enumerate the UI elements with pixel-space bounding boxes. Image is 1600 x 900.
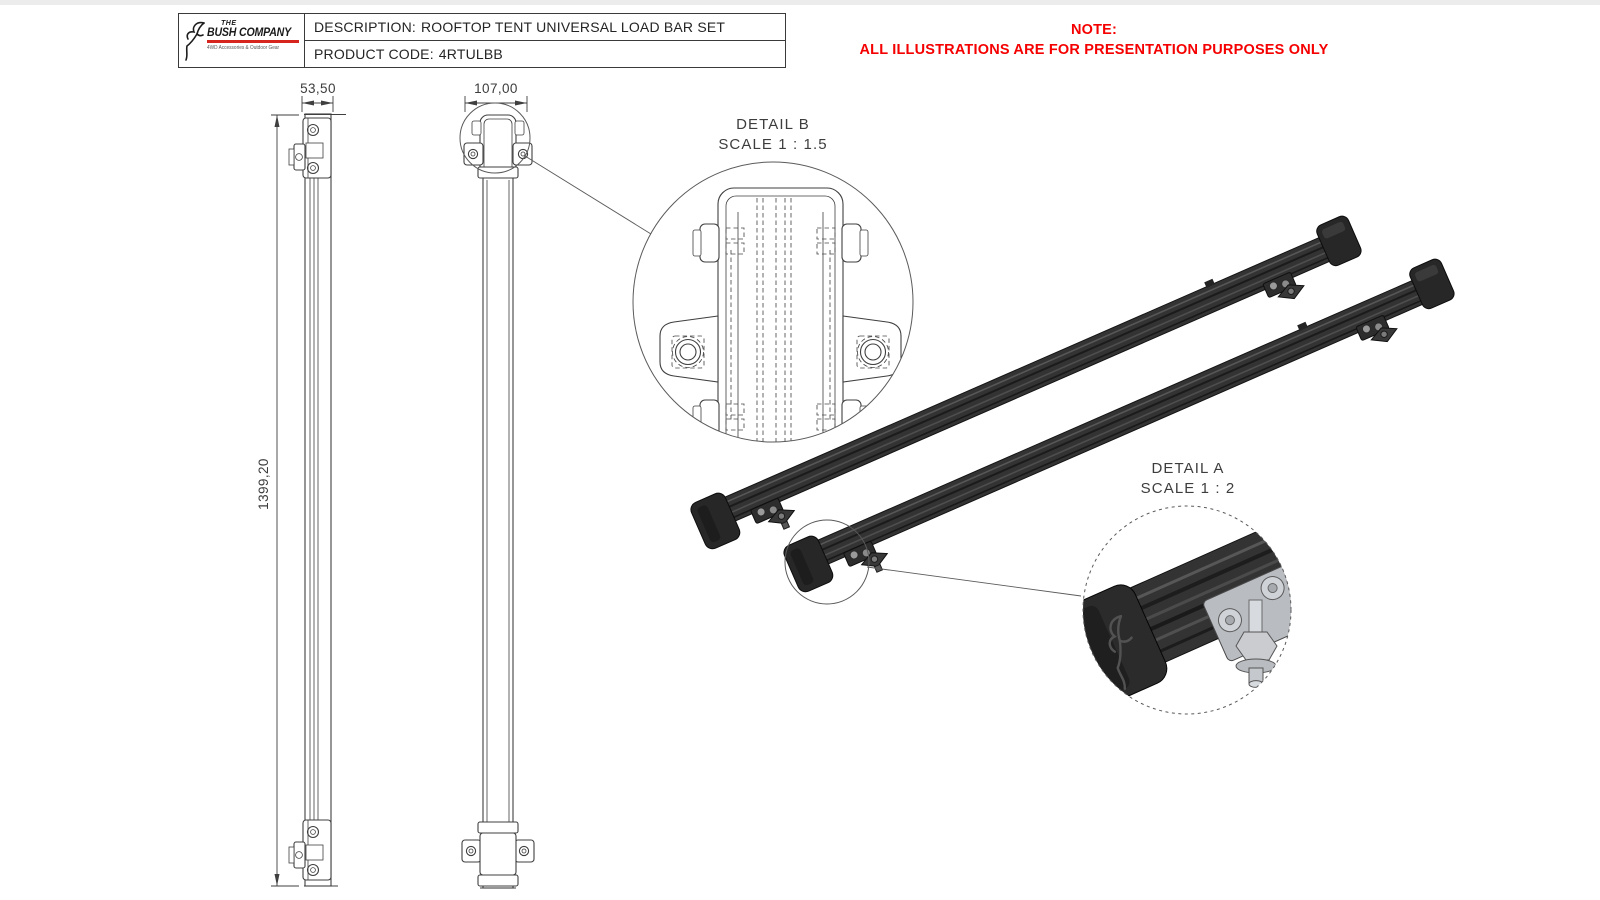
description-value: ROOFTOP TENT UNIVERSAL LOAD BAR SET — [420, 19, 726, 35]
side-bottom-bracket — [288, 819, 332, 881]
detail-a-title: DETAIL A — [1152, 460, 1225, 477]
front-bottom-bracket — [461, 821, 535, 889]
detail-a-view: DETAIL A SCALE 1 : 2 — [1082, 460, 1292, 715]
side-top-bracket — [288, 117, 332, 179]
detail-b-boundary-circle — [632, 161, 914, 443]
brand-name: BUSH COMPANY — [207, 27, 292, 39]
detail-a-leader-line — [866, 566, 1082, 597]
product-code-label: PRODUCT CODE: — [314, 46, 434, 62]
dimension-front-width: 107,00 — [464, 81, 528, 112]
detail-b-scale: SCALE 1 : 1.5 — [718, 136, 827, 153]
detail-b-callout-circle — [459, 102, 531, 174]
product-code-row: PRODUCT CODE: 4RTULBB — [305, 40, 785, 67]
dim-bar-length-text: 1399,20 — [256, 458, 271, 510]
dimension-side-width: 53,50 — [300, 81, 336, 112]
side-view: 53,50 1399,20 — [256, 81, 346, 887]
description-row: DESCRIPTION: ROOFTOP TENT UNIVERSAL LOAD… — [305, 14, 785, 40]
note-body: ALL ILLUSTRATIONS ARE FOR PRESENTATION P… — [859, 42, 1329, 59]
detail-b-leader-line — [524, 155, 652, 235]
dimension-bar-length: 1399,20 — [256, 114, 299, 887]
front-bar-body — [482, 169, 514, 889]
brand-tagline: 4WD Accessories & Outdoor Gear — [207, 44, 280, 51]
dim-side-width-text: 53,50 — [300, 81, 336, 96]
brand-prefix: THE — [221, 20, 237, 27]
note-heading: NOTE: — [1070, 22, 1118, 38]
detail-a-bolt — [1235, 599, 1278, 688]
detail-a-content — [1083, 506, 1291, 701]
detail-b-view: DETAIL B SCALE 1 : 1.5 — [632, 116, 914, 443]
product-code-value: 4RTULBB — [438, 46, 503, 62]
sheet-edge-strip — [0, 0, 1600, 5]
front-top-bracket — [463, 114, 533, 179]
brand-underline — [207, 40, 299, 43]
kudu-emboss-icon — [1108, 614, 1133, 691]
detail-b-content — [659, 187, 902, 442]
kudu-icon — [185, 21, 205, 61]
detail-b-title: DETAIL B — [736, 116, 810, 133]
presentation-note: NOTE: ALL ILLUSTRATIONS ARE FOR PRESENTA… — [858, 20, 1330, 61]
detail-a-scale: SCALE 1 : 2 — [1141, 480, 1236, 497]
title-block: THE BUSH COMPANY 4WD Accessories & Outdo… — [178, 13, 786, 68]
dim-front-width-text: 107,00 — [474, 81, 518, 96]
description-label: DESCRIPTION: — [314, 19, 416, 35]
detail-a-callout-circle — [784, 519, 870, 605]
isometric-view — [685, 212, 1466, 605]
detail-a-boundary-circle — [1082, 505, 1292, 715]
company-logo: THE BUSH COMPANY 4WD Accessories & Outdo… — [179, 14, 305, 67]
front-view: 107,00 — [459, 81, 652, 889]
